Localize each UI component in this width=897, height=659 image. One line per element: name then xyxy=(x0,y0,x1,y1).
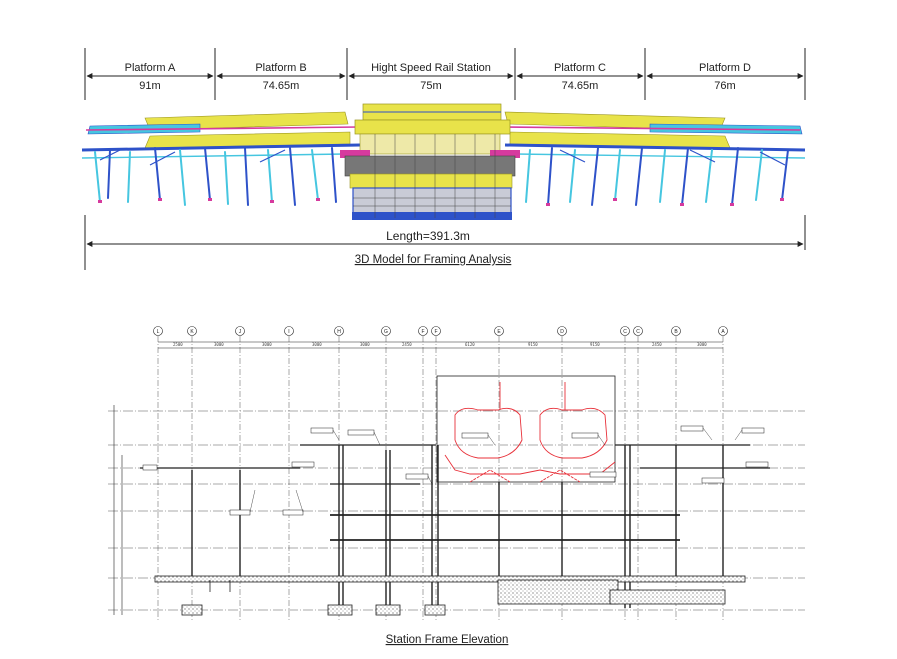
svg-text:3000: 3000 xyxy=(214,342,224,347)
segment-length-station: 75m xyxy=(420,80,441,92)
svg-text:3000: 3000 xyxy=(312,342,322,347)
grid-label: L xyxy=(157,329,160,335)
track-envelope xyxy=(444,382,616,483)
grid-label: B xyxy=(674,329,678,335)
grid-label: I xyxy=(288,329,289,335)
segment-length-a: 91m xyxy=(139,80,160,92)
grid-label: C xyxy=(623,329,627,335)
svg-text:3000: 3000 xyxy=(262,342,272,347)
segment-length-b: 74.65m xyxy=(263,80,300,92)
model-caption: 3D Model for Framing Analysis xyxy=(355,254,512,266)
grid-label: A xyxy=(721,329,725,335)
svg-text:2450: 2450 xyxy=(652,342,662,347)
svg-text:6120: 6120 xyxy=(465,342,475,347)
segment-name-b: Platform B xyxy=(255,62,306,74)
segment-name-station: Hight Speed Rail Station xyxy=(371,62,491,74)
grid-label: F xyxy=(421,329,424,335)
grid-axis-markers xyxy=(153,326,728,336)
segment-name-c: Platform C xyxy=(554,62,606,74)
grid-axis-labels: L K J I H G F F E D C C B A xyxy=(157,329,726,335)
segment-name-d: Platform D xyxy=(699,62,751,74)
svg-text:2500: 2500 xyxy=(173,342,183,347)
svg-text:3000: 3000 xyxy=(697,342,707,347)
segment-dimension-chain: Platform A 91m Platform B 74.65m Hight S… xyxy=(84,48,806,100)
grid-label: D xyxy=(560,329,564,335)
grid-label: J xyxy=(239,329,242,335)
segment-name-a: Platform A xyxy=(125,62,176,74)
svg-text:9150: 9150 xyxy=(528,342,538,347)
total-length-dimension: Length=391.3m xyxy=(84,215,806,270)
svg-text:3000: 3000 xyxy=(360,342,370,347)
grid-label: H xyxy=(337,329,341,335)
framing-3d-model xyxy=(81,103,806,220)
grid-label: G xyxy=(384,329,388,335)
grid-label: E xyxy=(497,329,501,335)
svg-text:2450: 2450 xyxy=(402,342,412,347)
total-length-label: Length=391.3m xyxy=(386,229,470,243)
grid-label: C xyxy=(636,329,640,335)
segment-length-c: 74.65m xyxy=(562,80,599,92)
grid-label: F xyxy=(434,329,437,335)
svg-text:9150: 9150 xyxy=(590,342,600,347)
grid-label: K xyxy=(190,329,194,335)
segment-length-d: 76m xyxy=(714,80,735,92)
frame-elevation-drawing: L K J I H G F F E D C C B A xyxy=(108,326,805,622)
elevation-caption: Station Frame Elevation xyxy=(386,634,509,646)
